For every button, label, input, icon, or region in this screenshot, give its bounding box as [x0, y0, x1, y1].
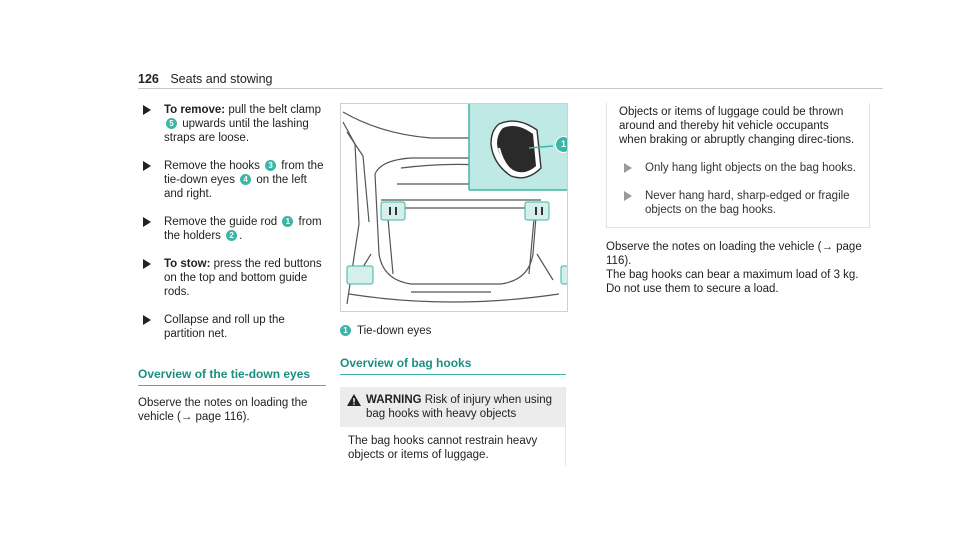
step-text: press the red buttons on the top and bot…: [164, 258, 322, 298]
page-header: 126 Seats and stowing: [138, 72, 273, 86]
step-text: Remove the hooks: [164, 160, 264, 172]
callout-badge: 5: [166, 118, 177, 130]
step-text: pull the belt clamp: [225, 104, 322, 116]
page-number: 126: [138, 72, 159, 86]
step-text: upwards until the lashing straps are loo…: [164, 118, 309, 144]
figure-callout-badge: 1: [555, 136, 567, 153]
section-title-tie-down: Overview of the tie-down eyes: [138, 367, 326, 386]
callout-badge: 4: [240, 174, 252, 186]
warning-body: The bag hooks cannot restrain heavy obje…: [348, 435, 538, 461]
step-text: Remove the guide rod: [164, 216, 281, 228]
load-limit-text: The bag hooks can bear a maximum load of…: [606, 269, 859, 295]
bullet-text: Never hang hard, sharp-edged or fragile …: [645, 190, 850, 216]
loading-notes-ref: Observe the notes on loading the vehicle…: [138, 397, 308, 423]
step-text: on the left and right.: [164, 174, 307, 200]
callout-badge: 1: [282, 216, 294, 228]
step-remove: To remove: pull the belt clamp 5 upwards…: [138, 103, 326, 145]
step-lead: To remove:: [164, 104, 226, 116]
cargo-area-illustration: 1: [340, 103, 568, 312]
warning-triangle-icon: [347, 394, 361, 406]
bullet-arrow-icon: [624, 163, 632, 173]
step-arrow-icon: [143, 217, 151, 227]
callout-badge: 2: [226, 230, 238, 242]
step-stow: To stow: press the red buttons on the to…: [138, 257, 326, 299]
warning-continued-text: Objects or items of luggage could be thr…: [619, 106, 855, 146]
warning-box: WARNING Risk of injury when using bag ho…: [340, 387, 566, 466]
chapter-title: Seats and stowing: [170, 72, 273, 86]
step-remove-rod: Remove the guide rod 1 from the holders …: [138, 215, 326, 243]
step-arrow-icon: [143, 161, 151, 171]
callout-badge: 1: [340, 325, 351, 337]
caption-text: Tie-down eyes: [357, 325, 432, 337]
step-text: from the tie-down eyes: [164, 160, 324, 186]
step-lead: To stow:: [164, 258, 211, 270]
figure-caption: 1 Tie-down eyes: [340, 324, 566, 338]
step-collapse: Collapse and roll up the partition net.: [138, 313, 326, 341]
step-arrow-icon: [143, 259, 151, 269]
header-divider: [138, 88, 883, 89]
trunk-drawing: [342, 104, 567, 305]
warning-header: WARNING Risk of injury when using bag ho…: [340, 387, 565, 427]
loading-notes-ref: Observe the notes on loading the vehicle…: [606, 241, 862, 267]
step-text: .: [239, 230, 243, 242]
step-text: from the holders: [164, 216, 322, 242]
step-text: Collapse and roll up the partition net.: [164, 314, 285, 340]
warning-bullet: Only hang light objects on the bag hooks…: [619, 161, 859, 175]
warning-continuation-box: Objects or items of luggage could be thr…: [606, 103, 870, 228]
warning-summary: Risk of injury when using bag hooks with…: [366, 394, 552, 420]
warning-label: WARNING: [366, 394, 422, 406]
column-right: Objects or items of luggage could be thr…: [606, 103, 870, 296]
step-arrow-icon: [143, 315, 151, 325]
step-remove-hooks: Remove the hooks 3 from the tie-down eye…: [138, 159, 326, 201]
column-left: To remove: pull the belt clamp 5 upwards…: [138, 103, 326, 424]
callout-badge: 3: [265, 160, 277, 172]
bullet-arrow-icon: [624, 191, 632, 201]
step-arrow-icon: [143, 105, 151, 115]
bullet-text: Only hang light objects on the bag hooks…: [645, 162, 856, 174]
warning-bullet: Never hang hard, sharp-edged or fragile …: [619, 189, 859, 217]
section-title-bag-hooks: Overview of bag hooks: [340, 356, 566, 375]
